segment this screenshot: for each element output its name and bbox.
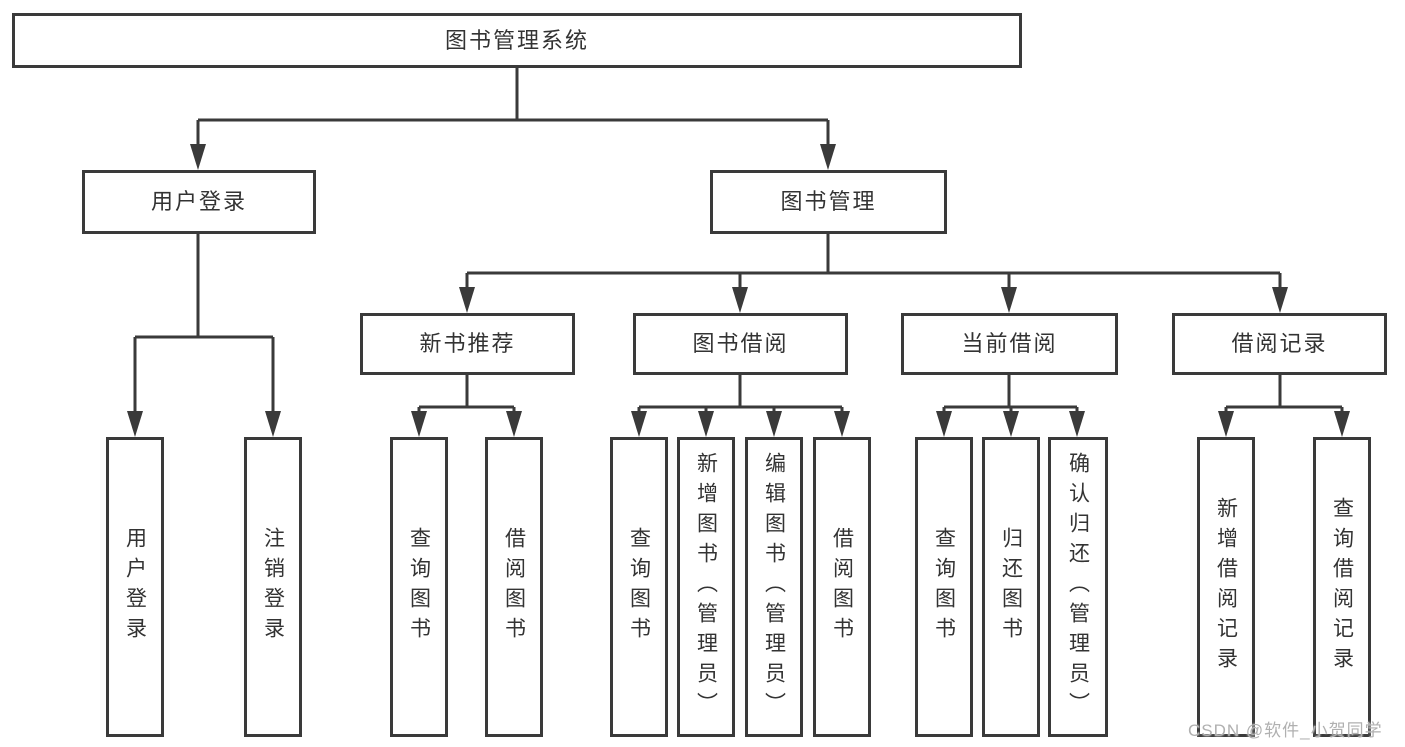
leaf-return-books-label: 归还图书 [999,527,1023,647]
node-book-management-branch: 图书管理 [710,170,947,234]
leaf-query-books-recommend-label: 查询图书 [407,527,431,647]
node-current-borrowing: 当前借阅 [901,313,1118,375]
node-current-borrowing-label: 当前借阅 [961,331,1058,356]
leaf-query-books-current: 查询图书 [915,437,973,737]
node-library-system: 图书管理系统 [12,13,1022,68]
leaf-query-books-current-label: 查询图书 [932,527,956,647]
leaf-borrow-books-label: 借阅图书 [830,527,854,647]
node-book-borrowing-label: 图书借阅 [692,331,789,356]
leaf-query-books-borrowing-label: 查询图书 [627,527,651,647]
node-borrowing-records-label: 借阅记录 [1231,331,1328,356]
leaf-borrow-books-recommend-label: 借阅图书 [502,527,526,647]
leaf-query-books-borrowing: 查询图书 [610,437,668,737]
leaf-add-borrow-record-label: 新增借阅记录 [1214,497,1238,677]
leaf-borrow-books: 借阅图书 [813,437,871,737]
node-new-book-recommend-label: 新书推荐 [419,331,516,356]
leaf-logout: 注销登录 [244,437,302,737]
node-user-login-branch-label: 用户登录 [150,189,247,214]
node-library-system-label: 图书管理系统 [444,27,589,53]
leaf-confirm-return-admin: 确认归还（管理员） [1048,437,1108,737]
leaf-edit-books-admin-label: 编辑图书（管理员） [762,452,786,722]
node-book-borrowing: 图书借阅 [633,313,848,375]
node-borrowing-records: 借阅记录 [1172,313,1387,375]
leaf-add-books-admin-label: 新增图书（管理员） [694,452,718,722]
leaf-confirm-return-admin-label: 确认归还（管理员） [1066,452,1090,722]
node-new-book-recommend: 新书推荐 [360,313,575,375]
leaf-logout-label: 注销登录 [261,527,285,647]
leaf-user-login-label: 用户登录 [123,527,147,647]
leaf-query-books-recommend: 查询图书 [390,437,448,737]
leaf-add-books-admin: 新增图书（管理员） [677,437,735,737]
node-user-login-branch: 用户登录 [82,170,316,234]
leaf-query-borrow-record: 查询借阅记录 [1313,437,1371,737]
node-book-management-branch-label: 图书管理 [780,189,877,214]
leaf-add-borrow-record: 新增借阅记录 [1197,437,1255,737]
leaf-query-borrow-record-label: 查询借阅记录 [1330,497,1354,677]
csdn-watermark: CSDN @软件_小贺同学 [1188,721,1383,740]
arrowheads [127,144,1350,437]
leaf-return-books: 归还图书 [982,437,1040,737]
leaf-user-login: 用户登录 [106,437,164,737]
leaf-borrow-books-recommend: 借阅图书 [485,437,543,737]
leaf-edit-books-admin: 编辑图书（管理员） [745,437,803,737]
